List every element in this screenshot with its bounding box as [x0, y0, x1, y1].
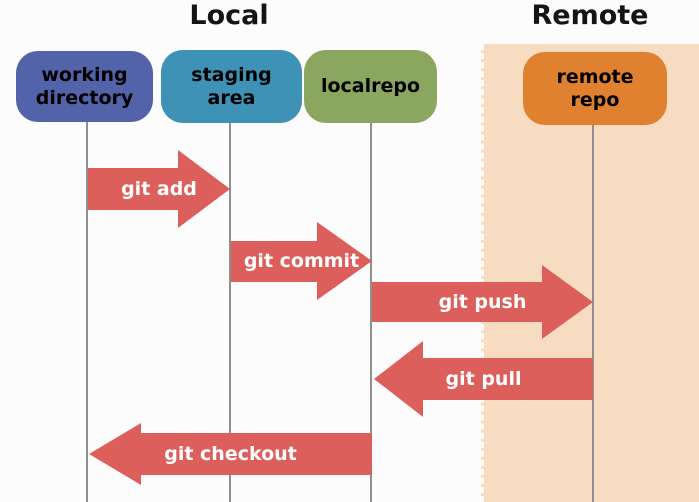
- arrow-left-head-icon: [89, 423, 141, 485]
- arrow-git-checkout: git checkout: [89, 423, 372, 485]
- lifeline-remote-repo: [592, 125, 594, 502]
- arrow-git-add: git add: [88, 150, 230, 228]
- local-section-heading: Local: [189, 0, 269, 31]
- remote-section-heading: Remote: [531, 0, 649, 31]
- node-working-directory: working directory: [16, 51, 153, 122]
- arrow-git-commit: git commit: [231, 222, 372, 300]
- node-remote-repo: remote repo: [523, 52, 667, 125]
- lifeline-localrepo: [370, 123, 372, 502]
- arrow-left-head-icon: [374, 341, 423, 417]
- node-staging-area: staging area: [161, 50, 302, 123]
- lifeline-working-directory: [86, 122, 88, 502]
- arrow-git-pull-label: git pull: [445, 368, 522, 390]
- lifeline-staging-area: [229, 123, 231, 502]
- arrow-git-commit-body: [231, 241, 317, 282]
- arrow-right-head-icon: [178, 150, 230, 228]
- arrow-git-commit-label: git commit: [243, 250, 360, 272]
- arrow-right-head-icon: [542, 265, 593, 339]
- arrow-git-add-label: git add: [121, 178, 197, 200]
- arrow-git-add-body: [88, 168, 178, 210]
- node-localrepo: localrepo: [304, 50, 437, 123]
- arrow-git-push-label: git push: [438, 291, 527, 313]
- arrow-git-pull-body: [423, 358, 593, 400]
- arrow-git-push-body: [372, 282, 542, 322]
- arrow-git-checkout-label: git checkout: [164, 443, 297, 465]
- arrow-right-head-icon: [317, 222, 372, 300]
- arrow-git-pull: git pull: [374, 341, 593, 417]
- arrow-git-push: git push: [372, 265, 593, 339]
- arrow-git-checkout-body: [141, 433, 372, 475]
